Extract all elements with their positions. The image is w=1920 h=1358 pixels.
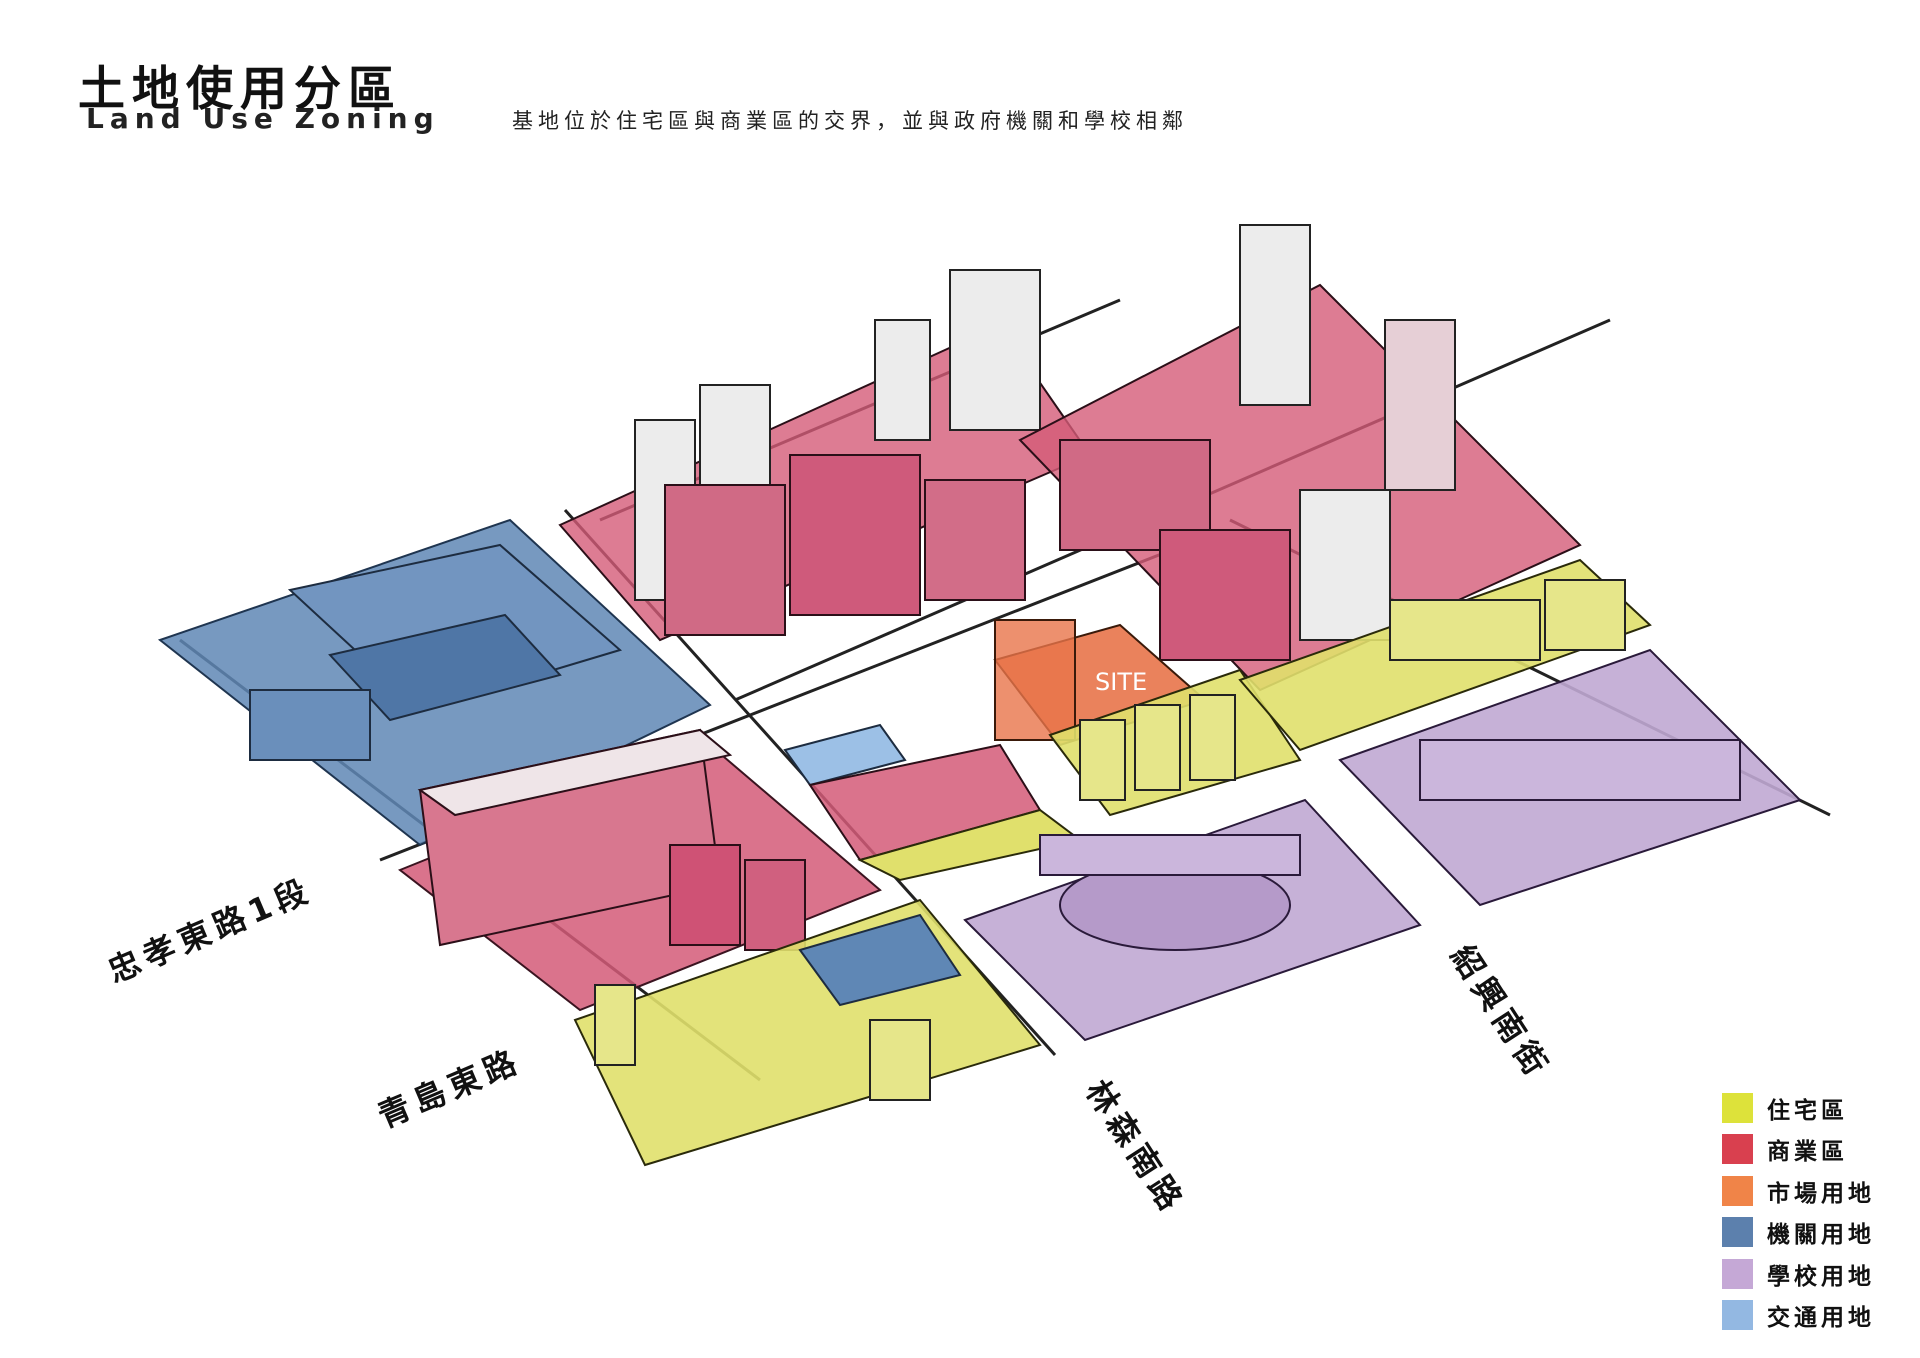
legend-item-school: 學校用地 bbox=[1722, 1253, 1875, 1295]
school-building-south bbox=[1039, 834, 1301, 876]
commercial-block-north bbox=[558, 269, 1092, 642]
page-title-english: Land Use Zoning bbox=[86, 102, 440, 135]
legend-swatch-school bbox=[1722, 1258, 1753, 1289]
commercial-block-northeast bbox=[1018, 224, 1582, 692]
legend-swatch-market bbox=[1722, 1175, 1753, 1206]
government-building-2 bbox=[249, 689, 371, 761]
legend-swatch-government bbox=[1722, 1217, 1753, 1248]
school-block-east bbox=[1338, 648, 1802, 907]
legend: 住宅區 商業區 市場用地 機關用地 學校用地 交通用地 bbox=[1722, 1087, 1875, 1336]
residential-mass-east-1 bbox=[1389, 599, 1541, 661]
legend-label: 交通用地 bbox=[1767, 1305, 1875, 1332]
residential-tower-3 bbox=[1189, 694, 1236, 781]
residential-mass-east-2 bbox=[1544, 579, 1626, 651]
residential-block-center bbox=[1048, 668, 1302, 817]
commercial-slab-top bbox=[417, 728, 733, 817]
legend-item-government: 機關用地 bbox=[1722, 1212, 1875, 1254]
legend-item-commercial: 商業區 bbox=[1722, 1129, 1875, 1171]
legend-swatch-transport bbox=[1722, 1300, 1753, 1331]
residential-tower-2 bbox=[1134, 704, 1181, 791]
site-label: SITE bbox=[1095, 668, 1147, 696]
legend-item-market: 市場用地 bbox=[1722, 1170, 1875, 1212]
commercial-block-west bbox=[398, 728, 882, 1012]
tower-white-5 bbox=[1239, 224, 1311, 406]
legend-label: 學校用地 bbox=[1767, 1263, 1875, 1290]
legend-label: 機關用地 bbox=[1767, 1222, 1875, 1249]
legend-label: 商業區 bbox=[1767, 1139, 1848, 1166]
tower-white-4 bbox=[874, 319, 931, 441]
legend-item-residential: 住宅區 bbox=[1722, 1087, 1875, 1129]
residential-tower-south-2 bbox=[869, 1019, 931, 1101]
residential-block-south bbox=[573, 898, 1042, 1167]
mixed-block-center bbox=[783, 723, 1083, 882]
commercial-mass-5 bbox=[1159, 529, 1291, 661]
residential-tower-south-1 bbox=[594, 984, 636, 1066]
tower-white-3 bbox=[949, 269, 1041, 431]
site-tower bbox=[994, 619, 1076, 741]
commercial-tower-1 bbox=[669, 844, 741, 946]
commercial-mass-3 bbox=[924, 479, 1026, 601]
legend-item-transport: 交通用地 bbox=[1722, 1295, 1875, 1337]
legend-swatch-commercial bbox=[1722, 1134, 1753, 1165]
commercial-mass-2 bbox=[789, 454, 921, 616]
government-zone-south bbox=[798, 913, 962, 1007]
residential-tower-1 bbox=[1079, 719, 1126, 801]
page-title: 土地使用分區 bbox=[78, 62, 402, 117]
legend-swatch-residential bbox=[1722, 1092, 1753, 1123]
commercial-tower-2 bbox=[744, 859, 806, 951]
transport-zone-small bbox=[783, 723, 907, 787]
legend-label: 市場用地 bbox=[1767, 1180, 1875, 1207]
residential-block-east bbox=[1238, 558, 1652, 752]
tower-white-6 bbox=[1384, 319, 1456, 491]
page-subtitle: 基地位於住宅區與商業區的交界，並與政府機關和學校相鄰 bbox=[512, 109, 1188, 133]
school-building-east bbox=[1419, 739, 1741, 801]
school-block-south bbox=[963, 798, 1422, 1042]
commercial-mass-1 bbox=[664, 484, 786, 636]
commercial-mass-6 bbox=[1299, 489, 1391, 641]
legend-label: 住宅區 bbox=[1767, 1097, 1848, 1124]
